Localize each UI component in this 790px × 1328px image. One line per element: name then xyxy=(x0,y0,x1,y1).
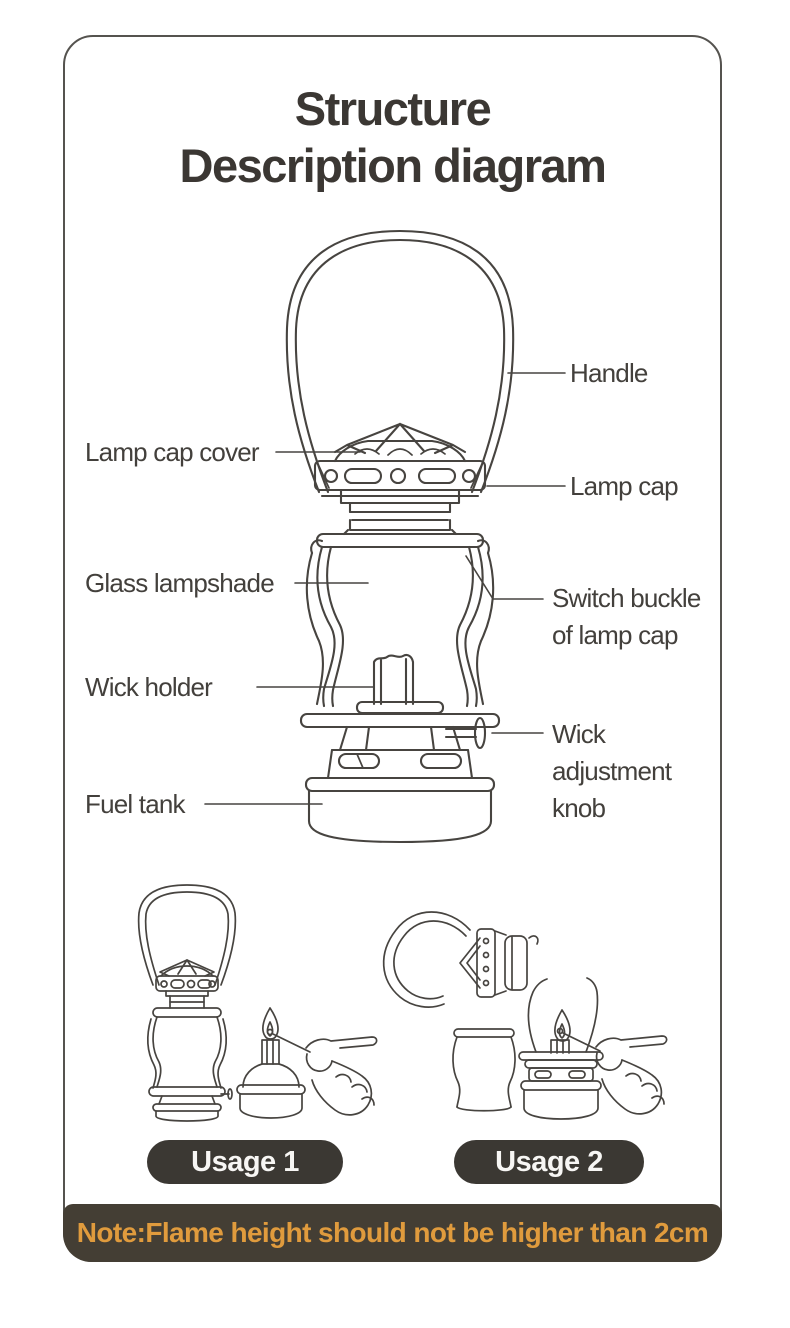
label-fuel-tank: Fuel tank xyxy=(85,789,186,819)
label-wick-holder: Wick holder xyxy=(85,672,213,702)
handle-drawing xyxy=(285,229,515,494)
fuel-tank-drawing xyxy=(304,776,496,844)
usage1-drawing xyxy=(137,884,378,1122)
label-switch-buckle: Switch buckle of lamp cap xyxy=(552,583,701,650)
lamp-cap-cover-drawing xyxy=(333,422,467,463)
label-lamp-cap-cover: Lamp cap cover xyxy=(85,437,260,467)
note-banner: Note:Flame height should not be higher t… xyxy=(63,1204,722,1262)
leader-lines xyxy=(204,372,566,805)
label-handle: Handle xyxy=(570,358,648,388)
main-lantern-drawing xyxy=(285,229,515,844)
label-wick-adjustment-knob: Wick adjustment knob xyxy=(552,719,672,823)
glass-lampshade-drawing xyxy=(305,532,495,708)
wick-adjustment-knob-drawing xyxy=(444,716,487,750)
usage2-drawing xyxy=(382,911,668,1120)
usage1-badge: Usage 1 xyxy=(147,1140,343,1184)
label-glass-lampshade: Glass lampshade xyxy=(85,568,275,598)
page-title: Structure Description diagram xyxy=(63,80,722,194)
usage2-badge: Usage 2 xyxy=(454,1140,644,1184)
burner-drawing xyxy=(299,712,501,780)
flame-icon xyxy=(554,1009,571,1042)
lamp-cap-drawing xyxy=(313,459,487,536)
page-title-line1: Structure xyxy=(294,82,492,135)
note-text: Note:Flame height should not be higher t… xyxy=(76,1217,709,1248)
page-title-line2: Description diagram xyxy=(179,139,607,192)
label-lamp-cap: Lamp cap xyxy=(570,471,679,501)
switch-buckle-drawing xyxy=(305,539,495,706)
flame-icon xyxy=(262,1007,279,1040)
lantern-structure-illustration xyxy=(137,229,668,1122)
wick-holder-drawing xyxy=(355,653,445,715)
